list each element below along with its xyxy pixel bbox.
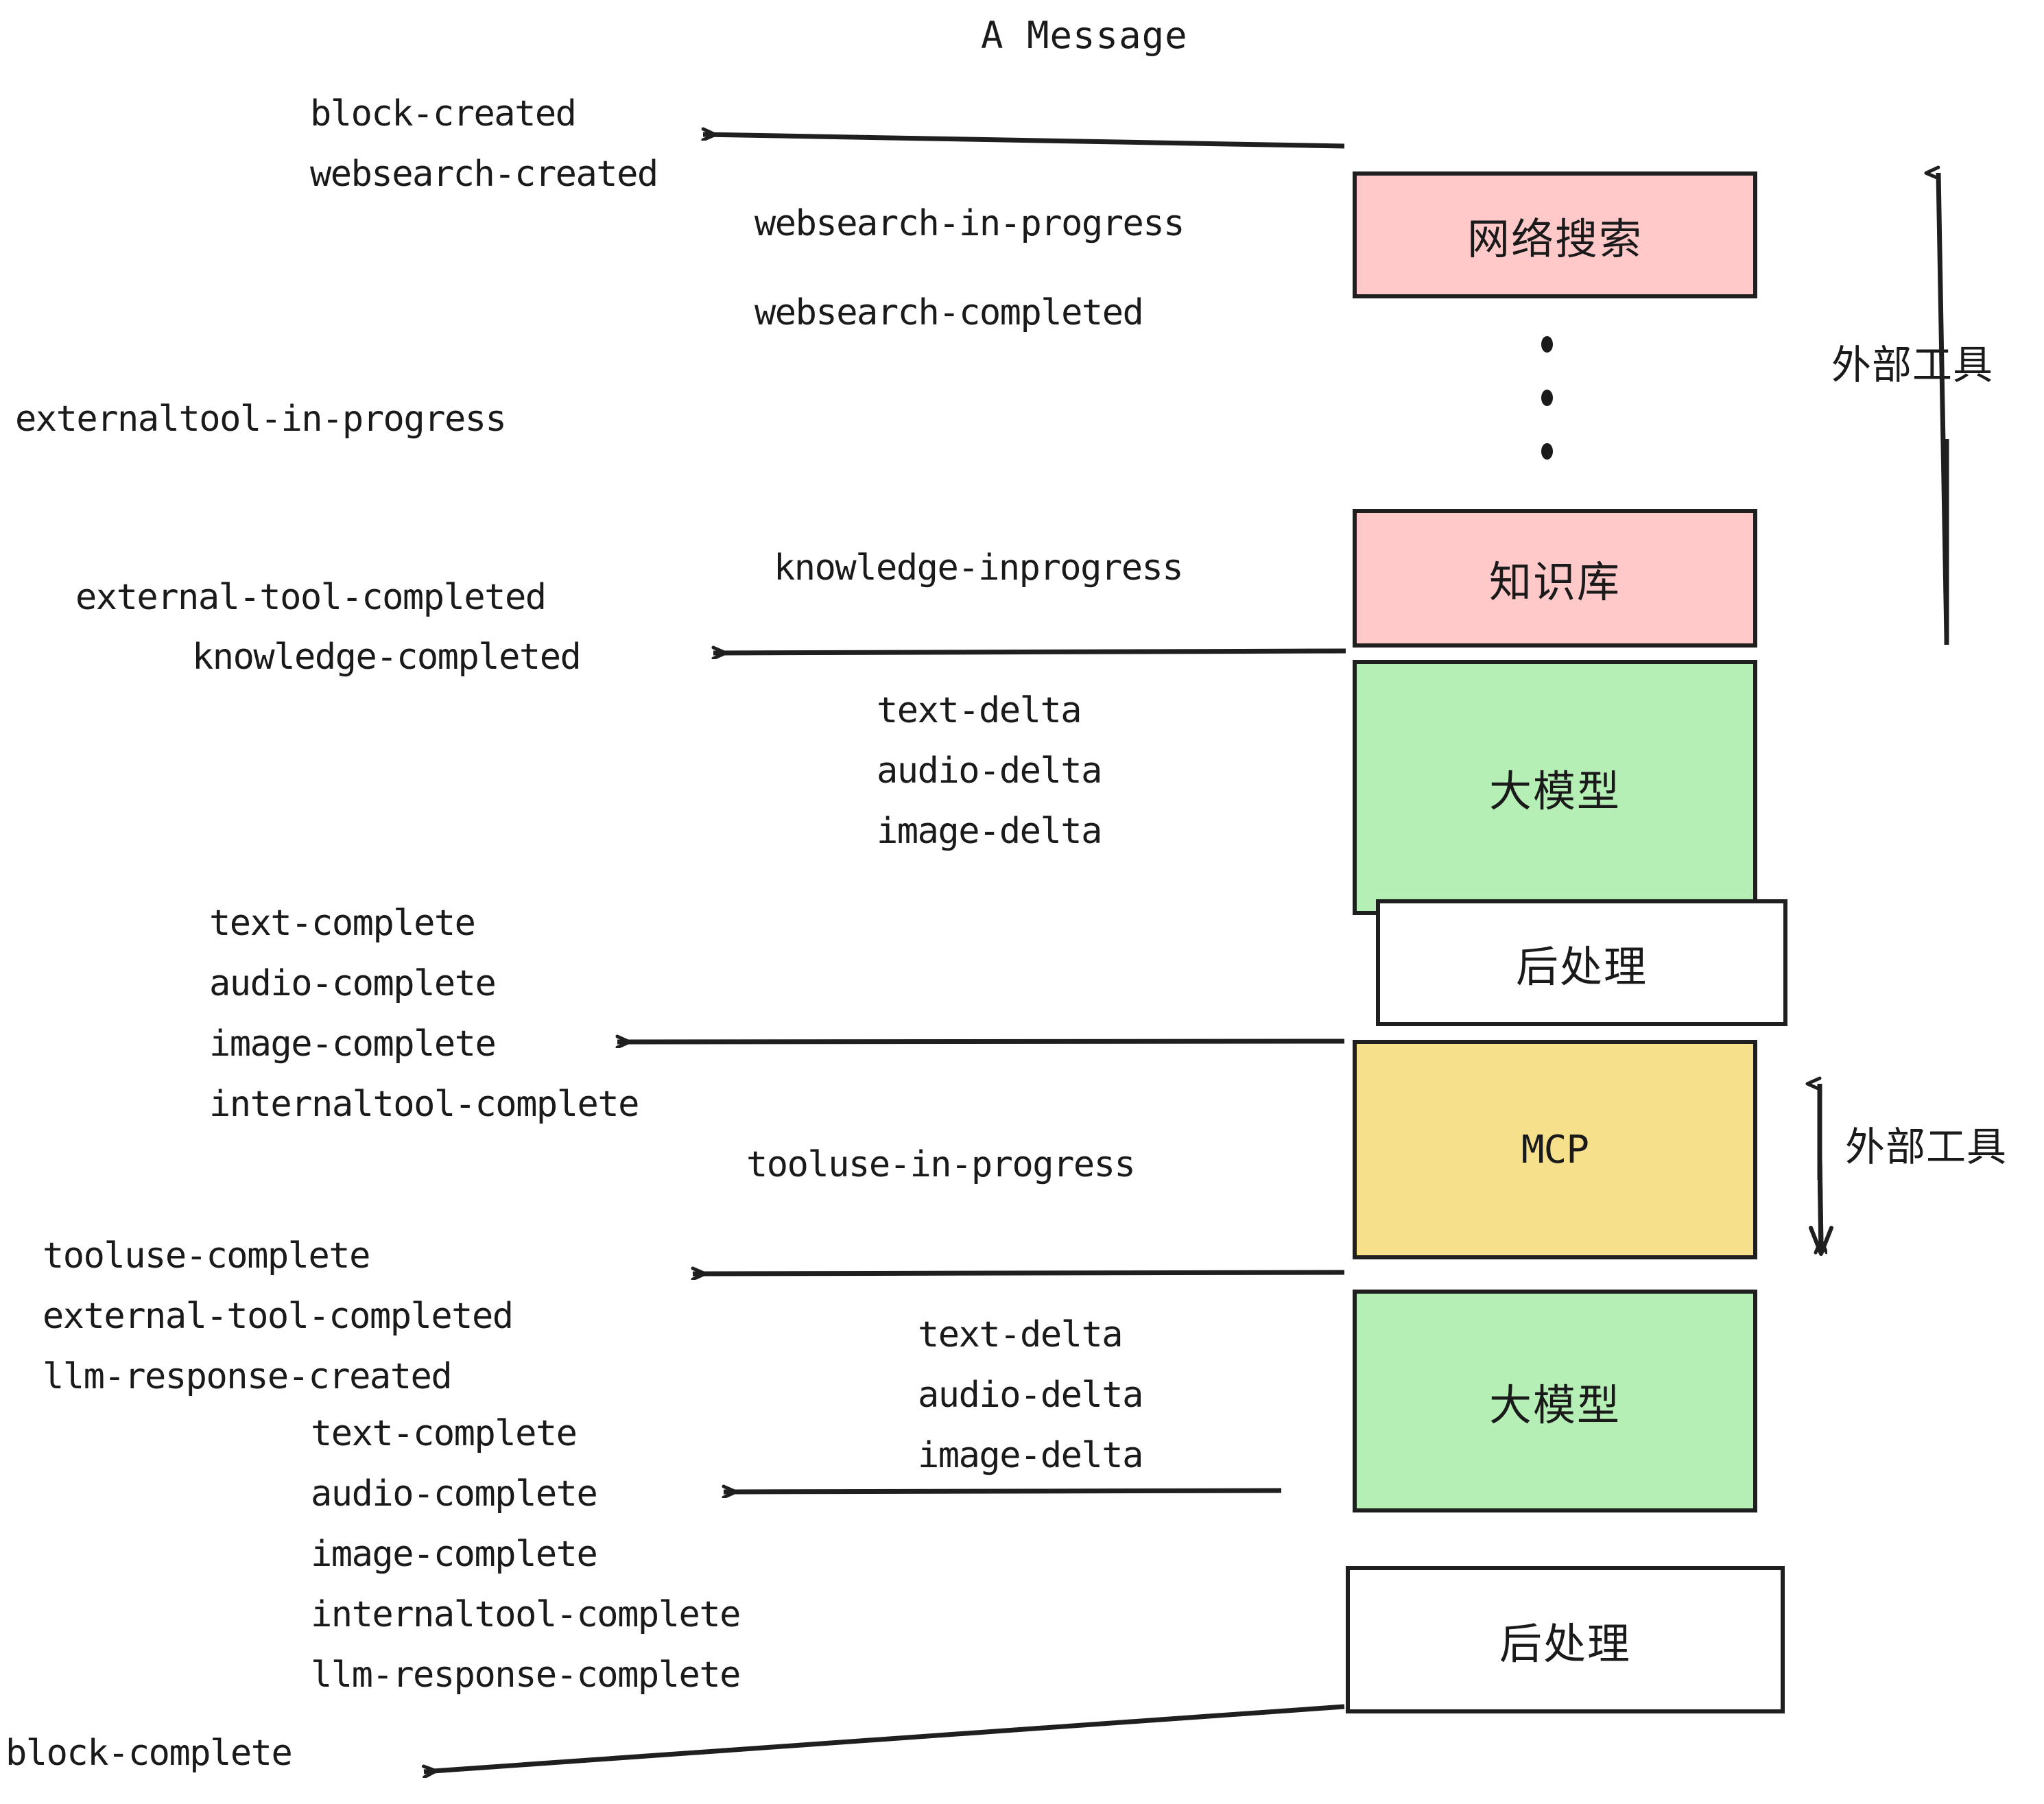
node-label-knowledge: 知识库: [1488, 557, 1621, 607]
event-label-image-delta-2: image-delta: [918, 1435, 1143, 1476]
node-box-post-top[interactable]: 后处理: [1376, 899, 1787, 1026]
arrow-mcp-to-tooluse-complete: [693, 1272, 1345, 1274]
node-label-post-bottom: 后处理: [1499, 1618, 1631, 1669]
page-title: A Message: [981, 14, 1188, 57]
bracket-external-tool-bottom-head: [1809, 1226, 1833, 1256]
node-label-llm-bottom: 大模型: [1488, 1379, 1621, 1430]
node-box-knowledge[interactable]: 知识库: [1353, 509, 1757, 648]
event-label-text-delta-2: text-delta: [918, 1314, 1124, 1355]
side-label-external-tool-bottom: 外部工具: [1845, 1124, 2008, 1170]
event-label-tooluse-complete: tooluse-complete: [43, 1235, 370, 1277]
event-label-llm-response-complete: llm-response-complete: [311, 1654, 741, 1696]
event-label-internaltool-complete-2: internaltool-complete: [311, 1594, 741, 1635]
bracket-external-tool-bottom-shaft: [1817, 1159, 1824, 1244]
event-label-text-complete-2: text-complete: [311, 1413, 578, 1454]
event-label-image-complete-1: image-complete: [209, 1023, 497, 1065]
node-label-post-top: 后处理: [1515, 941, 1648, 992]
event-label-externaltool-in-progress: externaltool-in-progress: [15, 399, 507, 440]
arrow-websearch-to-created: [703, 134, 1345, 149]
event-label-image-delta-1: image-delta: [877, 811, 1102, 852]
node-box-mcp[interactable]: MCP: [1353, 1040, 1757, 1259]
event-label-websearch-created: websearch-created: [310, 154, 658, 195]
vertical-ellipsis-icon: [1540, 336, 1554, 460]
arrow-knowledge-to-completed: [713, 651, 1346, 653]
side-label-external-tool-top: 外部工具: [1831, 342, 1994, 388]
node-label-websearch: 网络搜索: [1466, 213, 1643, 264]
bracket-external-tool-bottom-down: [1820, 1159, 1821, 1253]
arrow-llm-bottom-to-audio-complete: [724, 1491, 1282, 1492]
event-label-text-delta-1: text-delta: [877, 690, 1082, 731]
event-label-knowledge-completed: knowledge-completed: [192, 637, 582, 678]
event-label-block-complete: block-complete: [5, 1733, 293, 1774]
event-label-internaltool-complete-1: internaltool-complete: [209, 1084, 639, 1125]
event-label-tooluse-in-progress: tooluse-in-progress: [746, 1144, 1136, 1185]
node-label-llm-top: 大模型: [1488, 766, 1621, 816]
node-box-llm-top[interactable]: 大模型: [1353, 660, 1757, 915]
node-box-llm-bottom[interactable]: 大模型: [1353, 1290, 1757, 1512]
event-label-audio-delta-2: audio-delta: [918, 1375, 1143, 1416]
event-label-knowledge-inprogress: knowledge-inprogress: [774, 547, 1184, 589]
arrow-post-top-to-image-complete: [617, 1041, 1345, 1042]
bracket-external-tool-top-up: [1938, 173, 1949, 639]
node-label-mcp: MCP: [1521, 1127, 1589, 1172]
event-label-llm-response-created: llm-response-created: [43, 1356, 453, 1397]
event-label-audio-delta-1: audio-delta: [877, 750, 1102, 792]
event-label-external-tool-completed-1: external-tool-completed: [75, 577, 547, 618]
arrow-post-bottom-to-block-complete: [424, 1704, 1345, 1772]
event-label-websearch-in-progress: websearch-in-progress: [754, 203, 1185, 244]
event-label-websearch-completed: websearch-completed: [754, 292, 1144, 333]
event-label-external-tool-completed-2: external-tool-completed: [43, 1296, 514, 1337]
event-label-image-complete-2: image-complete: [311, 1534, 598, 1575]
event-label-text-complete-1: text-complete: [209, 903, 476, 944]
node-box-websearch[interactable]: 网络搜索: [1353, 171, 1757, 298]
event-label-audio-complete-2: audio-complete: [311, 1473, 598, 1515]
event-label-block-created: block-created: [310, 93, 577, 134]
event-label-audio-complete-1: audio-complete: [209, 963, 497, 1004]
node-box-post-bottom[interactable]: 后处理: [1346, 1566, 1785, 1713]
